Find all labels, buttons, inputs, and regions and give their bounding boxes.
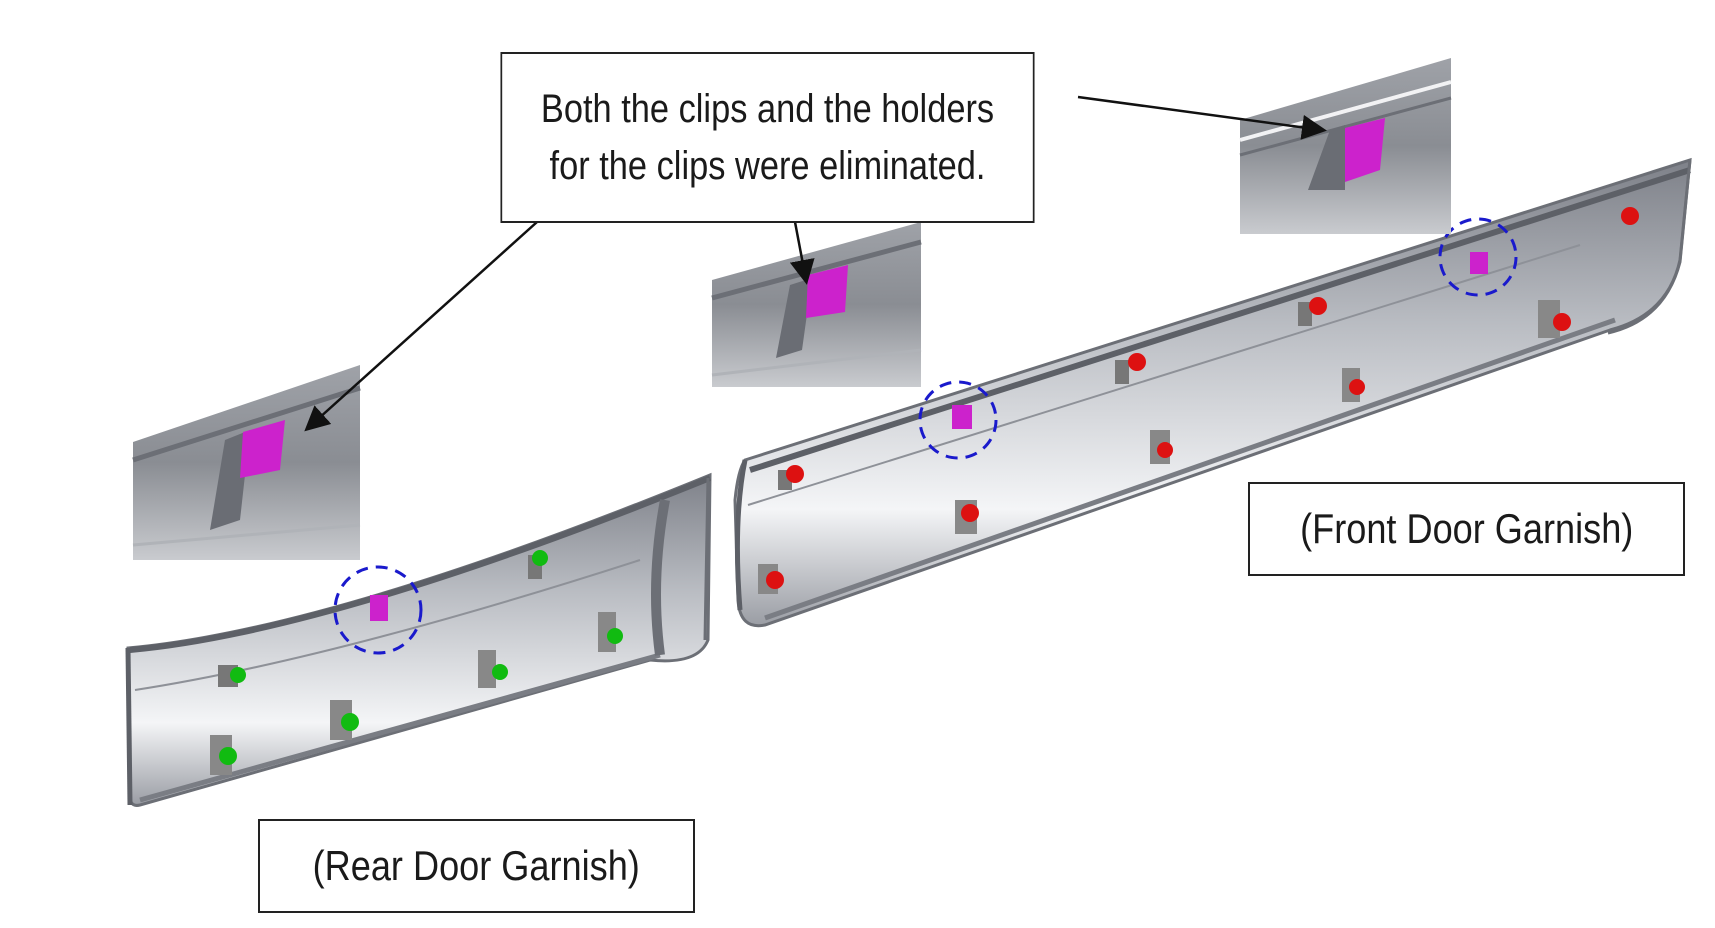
rear-eliminated-holder [370,595,388,621]
clip-icon [1298,297,1327,326]
clip-icon [1621,207,1639,225]
arrow-pointer [1077,95,1327,140]
rear-door-garnish-panel [125,472,712,807]
front-clip-group [758,207,1639,594]
rear-clip-group [210,550,623,775]
clip-icon [330,700,359,740]
callout-text: Both the clips and the holders for the c… [541,81,994,195]
clip-icon [1342,368,1365,402]
inset-detail-middle [711,222,922,387]
callout-line-2: for the clips were eliminated. [549,143,986,188]
clip-icon [210,735,237,775]
clip-icon [758,564,784,594]
callout-arrows [304,95,1327,432]
rear-door-garnish-text: (Rear Door Garnish) [312,842,641,889]
front-eliminated-holder [952,252,1488,429]
front-door-garnish-text: (Front Door Garnish) [1299,505,1634,552]
arrow-pointer [304,221,538,432]
clip-icon [1115,353,1146,384]
callout-box: Both the clips and the holders for the c… [500,52,1035,223]
inset-detail-rear [132,365,361,560]
clip-icon [478,650,508,688]
front-door-garnish-label: (Front Door Garnish) [1248,482,1685,576]
dashed-circle-marker [918,380,998,460]
clip-icon [218,665,246,687]
clip-icon [955,500,979,534]
clip-icon [1538,300,1571,338]
dashed-circle-marker [333,565,423,655]
clip-icon [598,612,623,652]
clip-icon [528,550,548,579]
inset-detail-top-right [1239,58,1452,234]
arrow-pointer [789,221,815,285]
clip-icon [778,465,804,490]
dashed-circle-marker [1438,217,1518,297]
clip-icon [1150,430,1173,464]
callout-line-1: Both the clips and the holders [540,86,995,131]
rear-door-garnish-label: (Rear Door Garnish) [258,819,695,913]
